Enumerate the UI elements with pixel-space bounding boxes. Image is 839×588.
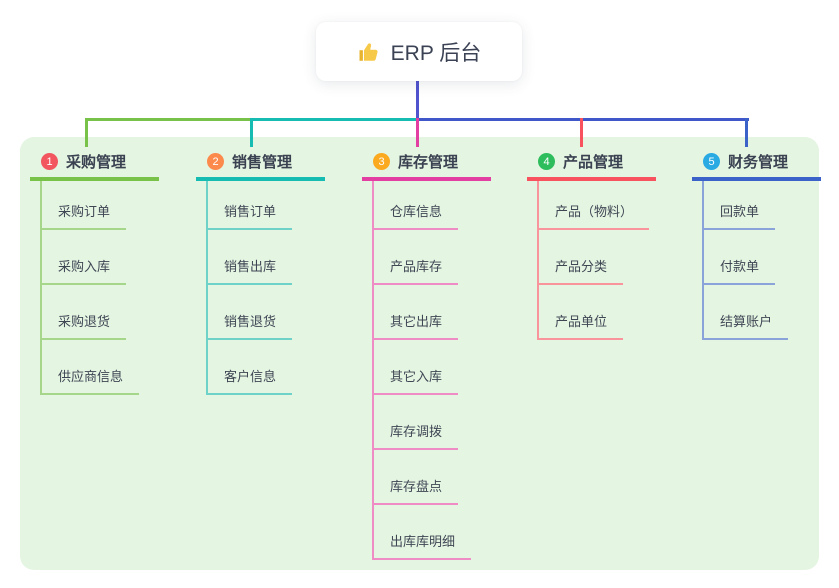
sub-item-label: 产品库存 <box>390 259 443 274</box>
sub-item-label: 采购订单 <box>58 204 111 219</box>
sub-item[interactable]: 销售出库 <box>206 253 293 285</box>
sub-item[interactable]: 库存调拨 <box>372 418 459 450</box>
sub-item[interactable]: 采购订单 <box>40 198 127 230</box>
branch-number-badge: 5 <box>703 153 720 170</box>
sub-item-label: 回款单 <box>720 204 760 219</box>
branch-title-label: 销售管理 <box>232 154 293 171</box>
sub-item-label: 其它入库 <box>390 369 443 384</box>
sub-item[interactable]: 产品库存 <box>372 253 459 285</box>
sub-item[interactable]: 销售退货 <box>206 308 293 340</box>
sub-item-label: 库存盘点 <box>390 479 443 494</box>
sub-item[interactable]: 库存盘点 <box>372 473 459 505</box>
branch-number-badge: 2 <box>207 153 224 170</box>
sub-item-label: 结算账户 <box>720 314 773 329</box>
branch-title[interactable]: 5 财务管理 <box>692 146 821 181</box>
sub-item-label: 销售出库 <box>224 259 277 274</box>
branch-drop-line <box>745 118 748 147</box>
thumbs-up-icon <box>357 40 381 64</box>
sub-item[interactable]: 供应商信息 <box>40 363 140 395</box>
branch-title-label: 采购管理 <box>66 154 127 171</box>
sub-item[interactable]: 销售订单 <box>206 198 293 230</box>
branch-title[interactable]: 2 销售管理 <box>196 146 325 181</box>
branch-children-line <box>702 181 704 340</box>
root-node[interactable]: ERP 后台 <box>316 22 522 81</box>
sub-item[interactable]: 产品（物料） <box>537 198 650 230</box>
sub-item[interactable]: 仓库信息 <box>372 198 459 230</box>
branch-title-label: 财务管理 <box>728 154 789 171</box>
sub-item-label: 其它出库 <box>390 314 443 329</box>
root-connector-line <box>416 81 419 121</box>
sub-item-label: 采购退货 <box>58 314 111 329</box>
sub-item[interactable]: 客户信息 <box>206 363 293 395</box>
sub-item[interactable]: 其它入库 <box>372 363 459 395</box>
sub-item-label: 产品（物料） <box>555 204 634 219</box>
branch-drop-line <box>416 118 419 147</box>
branches-panel <box>20 137 819 570</box>
sub-item[interactable]: 其它出库 <box>372 308 459 340</box>
branch-children-line <box>537 181 539 340</box>
sub-item[interactable]: 产品单位 <box>537 308 624 340</box>
sub-item-label: 仓库信息 <box>390 204 443 219</box>
sub-item-label: 出库库明细 <box>390 534 456 549</box>
sub-item-label: 销售订单 <box>224 204 277 219</box>
branch-number-badge: 3 <box>373 153 390 170</box>
branch-number-badge: 4 <box>538 153 555 170</box>
branch-number-badge: 1 <box>41 153 58 170</box>
branch-drop-line <box>85 118 88 147</box>
branch-title[interactable]: 1 采购管理 <box>30 146 159 181</box>
branch-title[interactable]: 3 库存管理 <box>362 146 491 181</box>
branch-children-line <box>40 181 42 395</box>
sub-item[interactable]: 采购退货 <box>40 308 127 340</box>
root-node-label: ERP 后台 <box>390 41 482 65</box>
sub-item-label: 产品分类 <box>555 259 608 274</box>
bus-segment-left <box>85 118 252 121</box>
sub-item[interactable]: 付款单 <box>702 253 776 285</box>
sub-item[interactable]: 结算账户 <box>702 308 789 340</box>
sub-item-label: 客户信息 <box>224 369 277 384</box>
sub-item-label: 付款单 <box>720 259 760 274</box>
sub-item[interactable]: 回款单 <box>702 198 776 230</box>
sub-item-label: 供应商信息 <box>58 369 124 384</box>
branch-children-line <box>372 181 374 560</box>
branch-title[interactable]: 4 产品管理 <box>527 146 656 181</box>
sub-item[interactable]: 产品分类 <box>537 253 624 285</box>
sub-item[interactable]: 采购入库 <box>40 253 127 285</box>
sub-item-label: 销售退货 <box>224 314 277 329</box>
sub-item-label: 采购入库 <box>58 259 111 274</box>
branch-drop-line <box>250 118 253 147</box>
branch-children-line <box>206 181 208 395</box>
sub-item[interactable]: 出库库明细 <box>372 528 472 560</box>
branch-title-label: 库存管理 <box>398 154 459 171</box>
sub-item-label: 库存调拨 <box>390 424 443 439</box>
bus-segment-mid <box>252 118 418 121</box>
branch-title-label: 产品管理 <box>563 154 624 171</box>
branch-drop-line <box>580 118 583 147</box>
sub-item-label: 产品单位 <box>555 314 608 329</box>
